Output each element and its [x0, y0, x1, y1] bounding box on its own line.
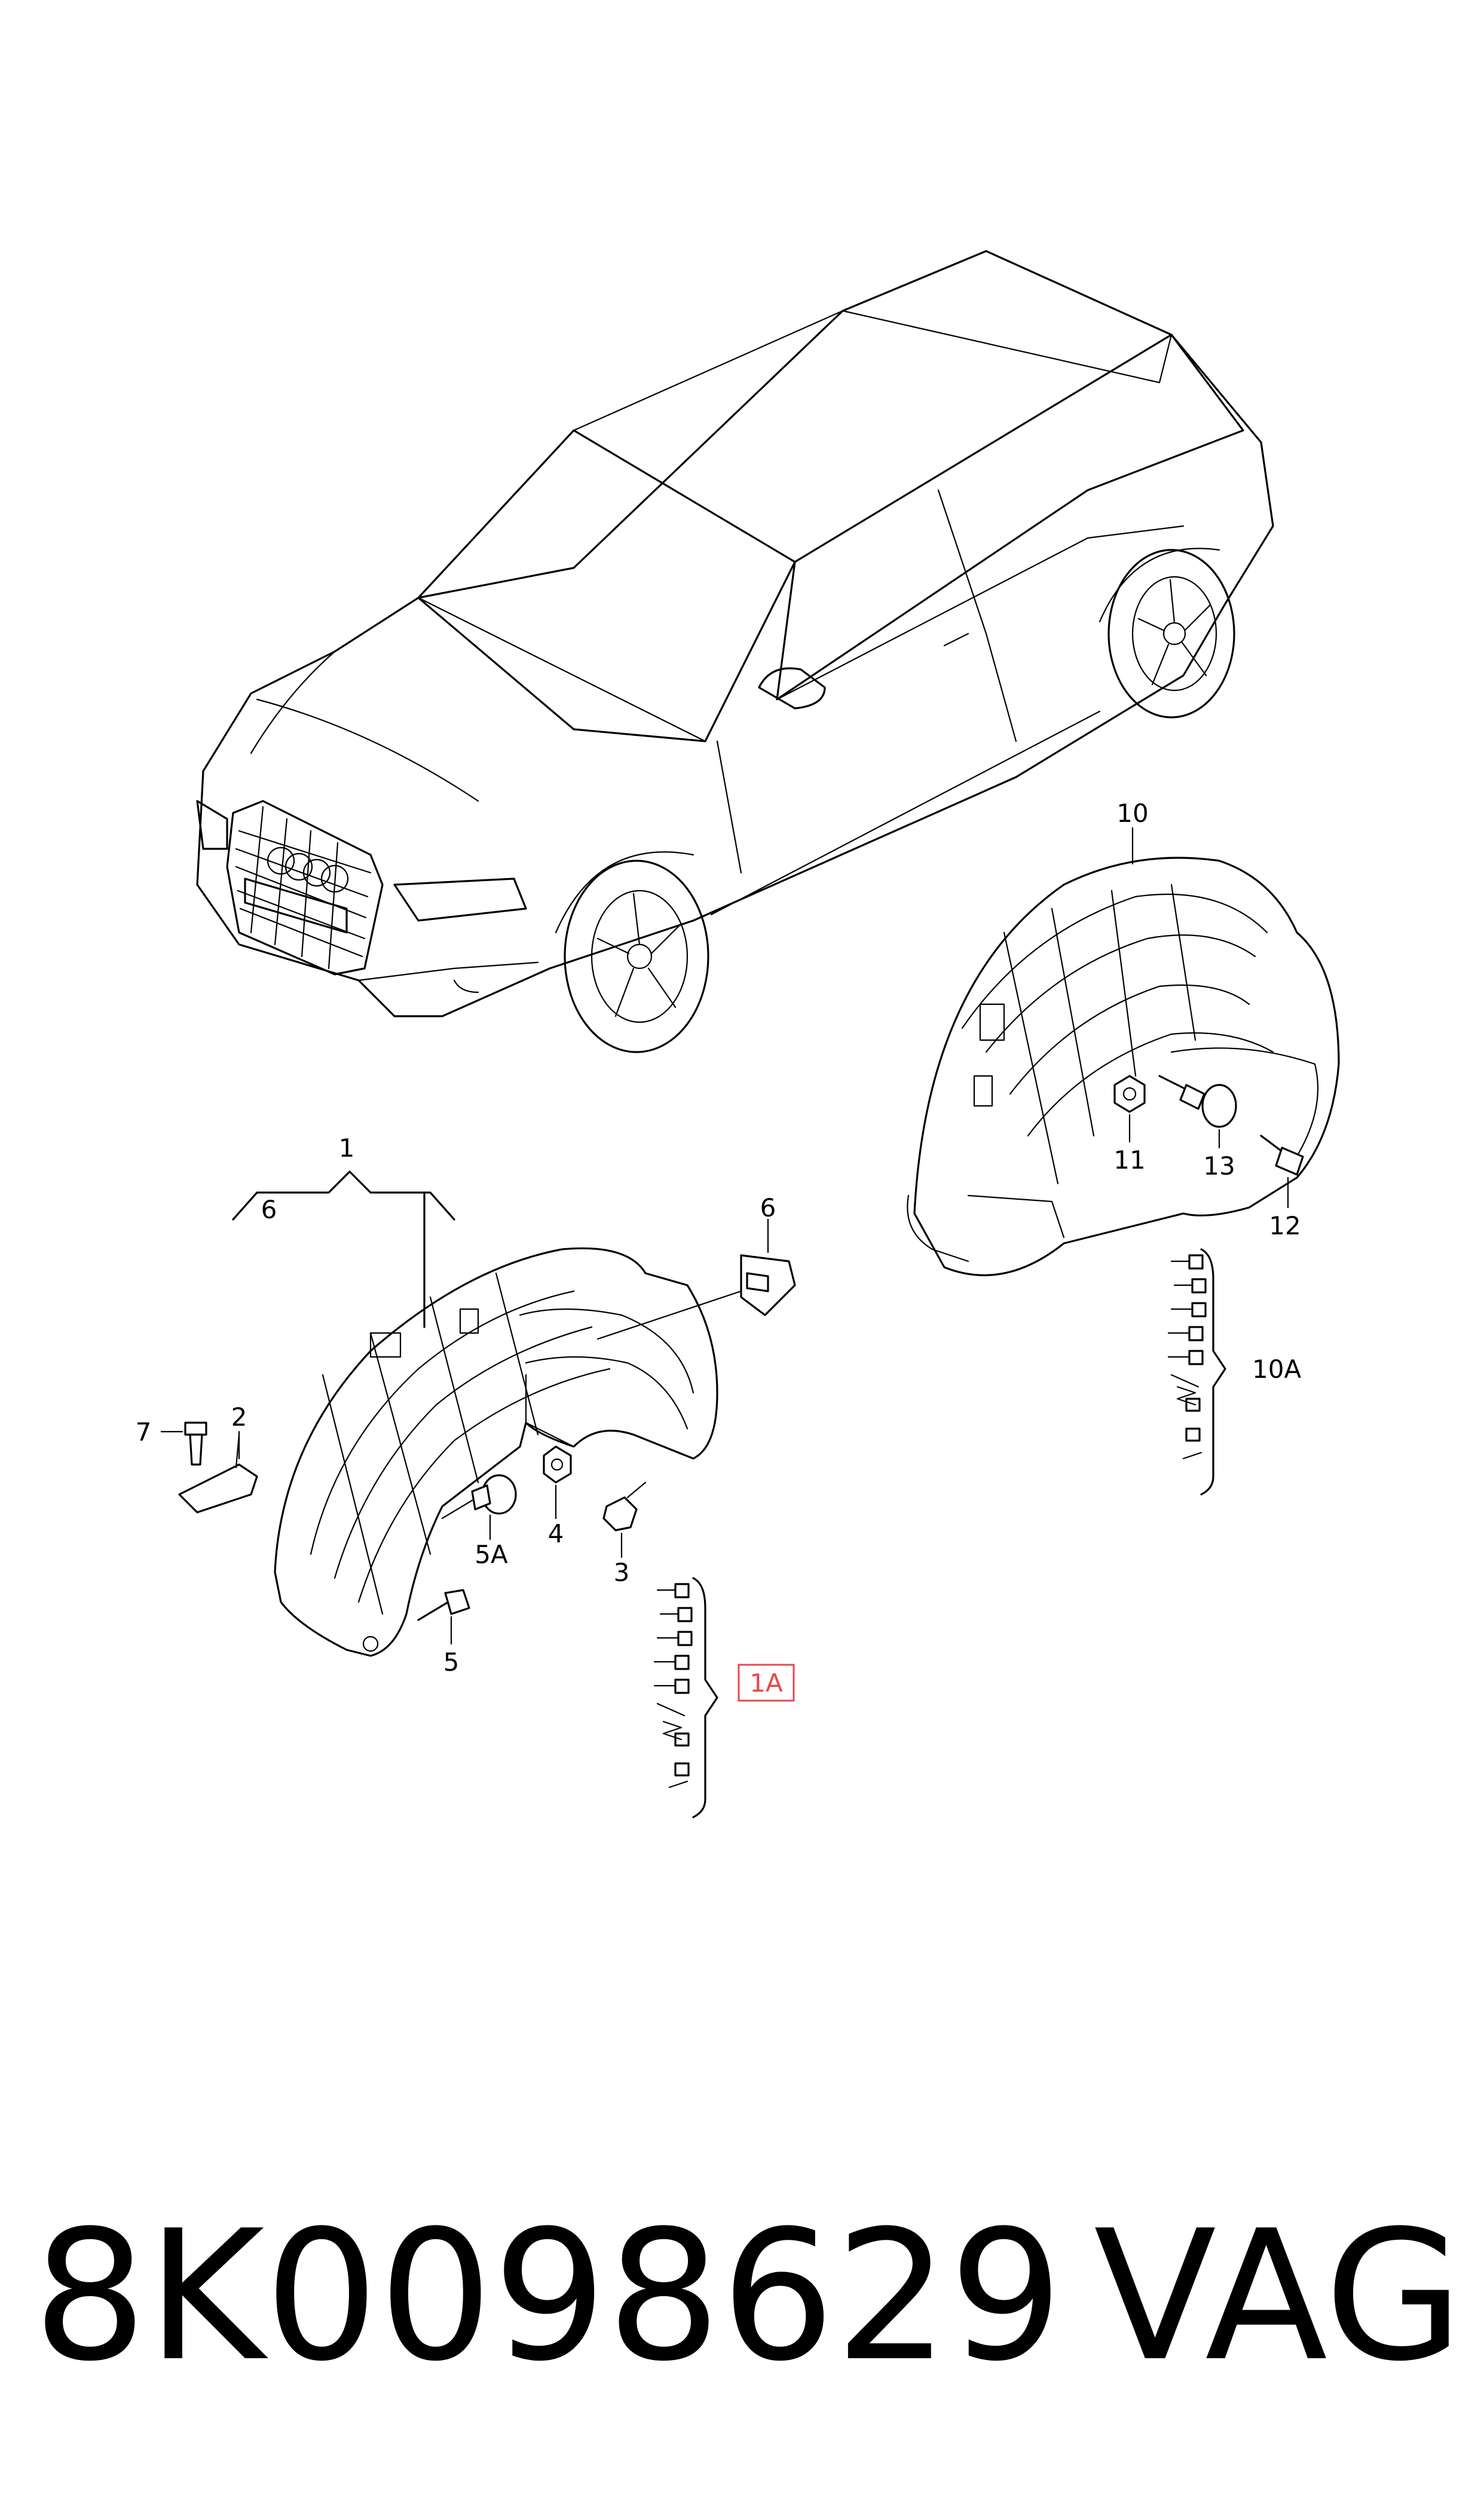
rear-wheel [1107, 549, 1235, 719]
callout-7: 7 [136, 1417, 152, 1447]
callout-4: 4 [548, 1519, 564, 1548]
callout-5: 5 [443, 1647, 460, 1677]
kit-1a-fasteners [653, 1577, 718, 1818]
callout-2: 2 [231, 1402, 247, 1432]
callout-1a-highlight: 1A [738, 1664, 795, 1702]
part-12-screw [1260, 1135, 1304, 1176]
kit-10a-fasteners [1167, 1248, 1226, 1496]
part-13-pin [1158, 1075, 1237, 1128]
part-5-screw [417, 1589, 470, 1621]
callout-10: 10 [1116, 799, 1148, 828]
callout-1: 1 [339, 1133, 355, 1163]
callout-1a: 1A [749, 1668, 783, 1698]
part-11-nut [1113, 1075, 1146, 1113]
callout-6-left: 6 [261, 1195, 277, 1224]
grille-pattern [235, 806, 372, 970]
part-3-clip [602, 1481, 647, 1531]
callout-3: 3 [614, 1558, 630, 1587]
callout-13: 13 [1203, 1151, 1235, 1181]
callout-6-right: 6 [760, 1193, 776, 1222]
part-number-text: 8K0098629 [33, 2192, 1063, 2401]
rear-wheel-housing-liner [907, 857, 1340, 1276]
callout-12: 12 [1269, 1211, 1301, 1240]
callout-5a: 5A [475, 1540, 508, 1569]
callout-11: 11 [1113, 1145, 1145, 1175]
part-5a-pin [441, 1474, 517, 1520]
front-wheel-housing-liner [274, 1247, 718, 1657]
callout-10a: 10A [1252, 1355, 1301, 1384]
brand-text: VAG [1094, 2192, 1463, 2401]
car-illustration [196, 250, 1274, 1053]
part-4-nut [543, 1445, 572, 1484]
part-6-bracket [596, 1254, 796, 1340]
group-bracket-1 [232, 1170, 455, 1221]
audi-rings-logo [267, 846, 349, 893]
front-wheel [564, 860, 709, 1053]
part-7-clip [160, 1421, 207, 1466]
